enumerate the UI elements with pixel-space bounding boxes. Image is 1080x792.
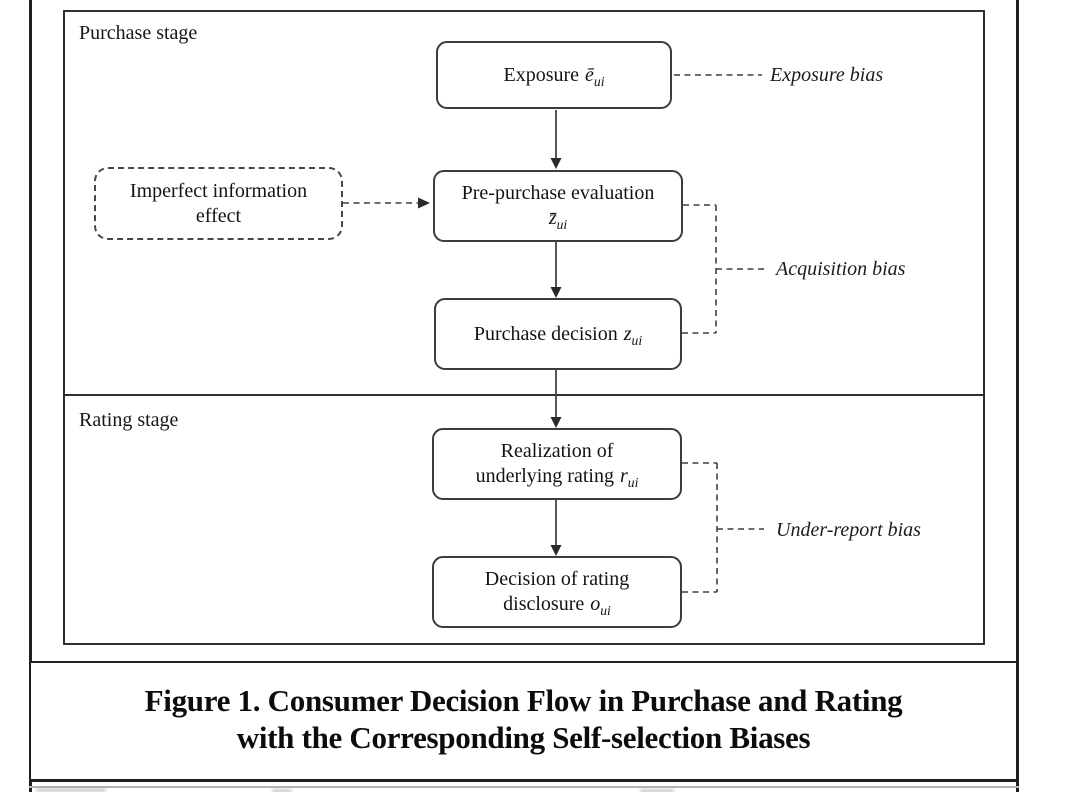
exposure-bias-label: Exposure bias: [770, 64, 884, 86]
prepurchase-variable-base: z̄: [548, 207, 557, 229]
rating-stage-label: Rating stage: [79, 409, 179, 431]
exposure-variable-subscript: ui: [593, 73, 605, 89]
outer-border-right: [1016, 0, 1019, 792]
node-imperfect-information-effect: Imperfect information effect: [94, 167, 343, 240]
figure-caption: Figure 1. Consumer Decision Flow in Purc…: [31, 682, 1016, 756]
outer-border-left: [29, 0, 32, 792]
caption-box: Figure 1. Consumer Decision Flow in Purc…: [31, 661, 1016, 782]
blurred-text-remnant: [640, 789, 674, 792]
realization-variable-base: r: [619, 465, 628, 487]
imperfect-line2: effect: [195, 204, 242, 227]
purchase-decision-text: Purchase decision: [473, 322, 618, 345]
prepurchase-line1: Pre-purchase evaluation: [461, 182, 655, 204]
realization-line1: Realization of: [500, 440, 614, 462]
disclosure-line1: Decision of rating: [484, 568, 630, 590]
realization-variable: rui: [619, 465, 639, 490]
realization-line2-text: underlying rating: [475, 465, 614, 487]
prepurchase-variable: z̄ui: [548, 207, 568, 232]
blurred-text-remnant: [36, 788, 106, 792]
node-exposure-text: Exposure: [503, 63, 580, 86]
under-report-bias-label: Under-report bias: [776, 519, 921, 541]
acquisition-bias-label: Acquisition bias: [776, 258, 906, 280]
imperfect-line1: Imperfect information: [129, 179, 308, 202]
purchase-decision-variable-base: z: [623, 322, 632, 345]
disclosure-line2-text: disclosure: [503, 593, 585, 615]
exposure-variable: ēui: [585, 63, 605, 89]
node-pre-purchase-evaluation: Pre-purchase evaluation z̄ui: [433, 170, 683, 242]
page-edge-shadow: [29, 786, 1019, 788]
stage-divider-line: [63, 394, 985, 396]
caption-line2: with the Corresponding Self-selection Bi…: [236, 720, 811, 755]
purchase-decision-variable: zui: [623, 322, 643, 348]
disclosure-variable-base: o: [590, 593, 601, 615]
disclosure-variable: oui: [590, 593, 611, 618]
purchase-stage-label: Purchase stage: [79, 22, 198, 44]
realization-variable-subscript: ui: [627, 475, 639, 490]
blurred-text-remnant: [272, 789, 292, 792]
purchase-decision-variable-subscript: ui: [631, 332, 643, 348]
prepurchase-variable-subscript: ui: [556, 217, 568, 232]
caption-line1: Figure 1. Consumer Decision Flow in Purc…: [144, 683, 903, 718]
exposure-variable-base: ē: [585, 63, 594, 86]
disclosure-variable-subscript: ui: [600, 603, 611, 618]
